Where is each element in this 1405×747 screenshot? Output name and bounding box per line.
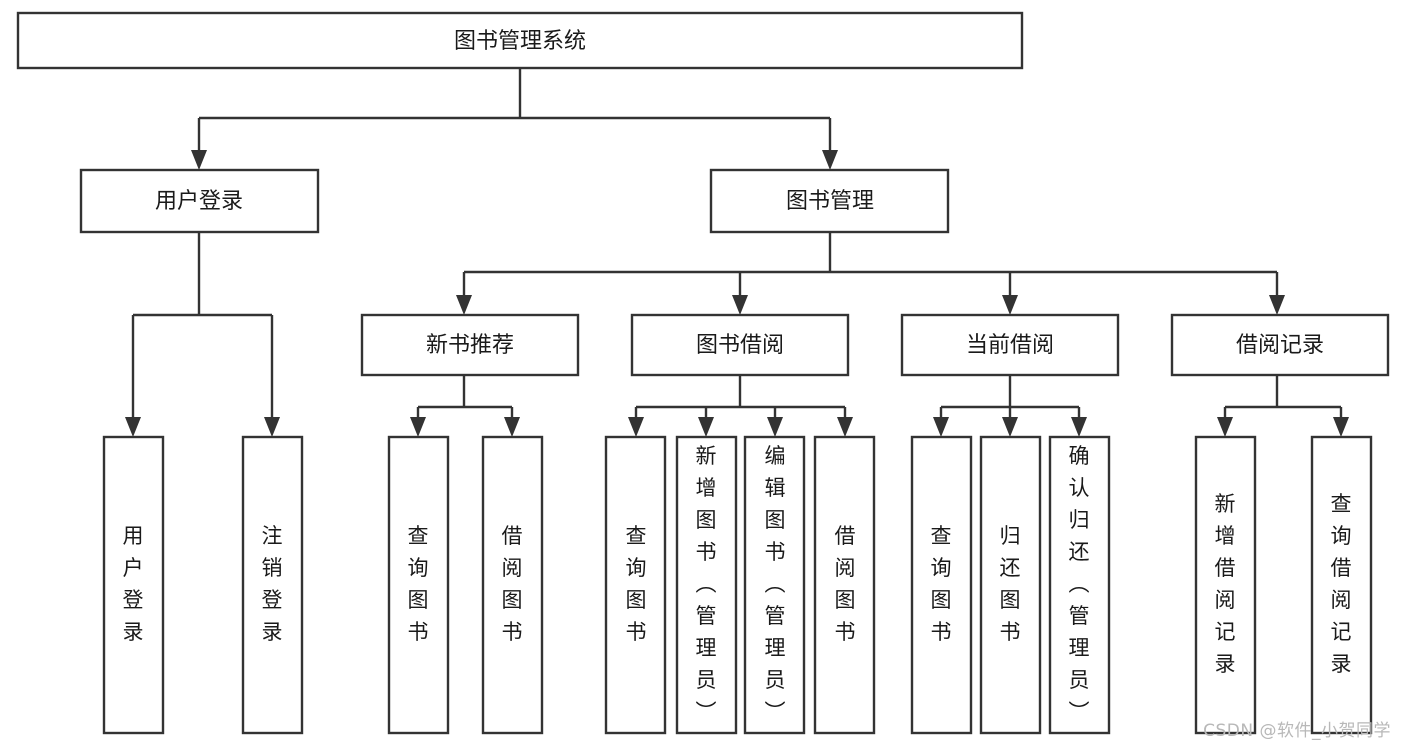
leaf-bookborrow-add-label: 新增图书︵管理员︶ — [696, 444, 717, 724]
node-user-login-label: 用户登录 — [155, 189, 243, 214]
leaf-logout-label: 注销登录 — [262, 524, 283, 644]
leaf-bookborrow-edit-box[interactable] — [743, 435, 806, 735]
leaf-newbook-borrow-label: 借阅图书 — [502, 524, 523, 644]
arrow-head-icon — [1269, 295, 1285, 315]
leaf-logout-box[interactable] — [241, 435, 304, 735]
node-current-borrow[interactable]: 当前借阅 — [900, 313, 1120, 377]
leaf-bookborrow-borrow-box[interactable] — [813, 435, 876, 735]
arrow-head-icon — [933, 417, 949, 437]
leaf-node[interactable]: 新增借阅记录 — [1194, 435, 1257, 735]
leaf-node[interactable]: 查询图书 — [604, 435, 667, 735]
leaf-currentborrow-return-label: 归还图书 — [1000, 524, 1021, 644]
arrow-head-icon — [1002, 417, 1018, 437]
leaf-node[interactable]: 查询图书 — [387, 435, 450, 735]
connector-layer — [125, 68, 1349, 437]
arrow-head-icon — [410, 417, 426, 437]
arrow-head-icon — [732, 295, 748, 315]
node-borrow-record-label: 借阅记录 — [1236, 333, 1324, 358]
leaf-user-login-label: 用户登录 — [123, 524, 144, 644]
leaf-currentborrow-return-box[interactable] — [979, 435, 1042, 735]
node-root[interactable]: 图书管理系统 — [16, 11, 1024, 70]
arrow-head-icon — [264, 417, 280, 437]
arrow-head-icon — [1217, 417, 1233, 437]
leaf-record-add-label: 新增借阅记录 — [1215, 492, 1236, 676]
leaf-currentborrow-query-box[interactable] — [910, 435, 973, 735]
leaf-currentborrow-query-label: 查询图书 — [931, 524, 952, 644]
node-user-login[interactable]: 用户登录 — [79, 168, 320, 234]
node-book-borrow-box[interactable] — [630, 313, 850, 377]
leaf-newbook-borrow-box[interactable] — [481, 435, 544, 735]
node-new-book-recommend-label: 新书推荐 — [426, 333, 514, 358]
leaf-bookborrow-query-label: 查询图书 — [626, 524, 647, 644]
leaf-node[interactable]: 用户登录 — [102, 435, 165, 735]
node-borrow-record-box[interactable] — [1170, 313, 1390, 377]
arrow-head-icon — [504, 417, 520, 437]
leaf-currentborrow-confirm-box[interactable] — [1048, 435, 1111, 735]
leaf-node[interactable]: 注销登录 — [241, 435, 304, 735]
node-root-box[interactable] — [16, 11, 1024, 70]
arrow-head-icon — [822, 150, 838, 170]
arrow-head-icon — [1002, 295, 1018, 315]
arrow-head-icon — [698, 417, 714, 437]
arrow-head-icon — [767, 417, 783, 437]
leaf-bookborrow-query-box[interactable] — [604, 435, 667, 735]
node-book-manage-label: 图书管理 — [786, 189, 874, 214]
node-new-book-recommend-box[interactable] — [360, 313, 580, 377]
leaf-bookborrow-add-box[interactable] — [675, 435, 738, 735]
node-current-borrow-label: 当前借阅 — [966, 333, 1054, 358]
arrow-head-icon — [837, 417, 853, 437]
node-current-borrow-box[interactable] — [900, 313, 1120, 377]
leaf-user-login-box[interactable] — [102, 435, 165, 735]
leaf-node[interactable]: 确认归还︵管理员︶ — [1048, 435, 1111, 735]
leaf-currentborrow-confirm-label: 确认归还︵管理员︶ — [1069, 444, 1090, 724]
node-root-label: 图书管理系统 — [454, 29, 586, 54]
leaf-node[interactable]: 借阅图书 — [481, 435, 544, 735]
arrow-head-icon — [1333, 417, 1349, 437]
leaf-bookborrow-edit-label: 编辑图书︵管理员︶ — [765, 444, 786, 724]
leaf-record-query-label: 查询借阅记录 — [1331, 492, 1352, 676]
leaf-record-query-box[interactable] — [1310, 435, 1373, 735]
node-book-manage[interactable]: 图书管理 — [709, 168, 950, 234]
leaf-node[interactable]: 归还图书 — [979, 435, 1042, 735]
arrow-head-icon — [1071, 417, 1087, 437]
node-book-borrow-label: 图书借阅 — [696, 333, 784, 358]
leaf-node[interactable]: 编辑图书︵管理员︶ — [743, 435, 806, 735]
leaf-newbook-query-box[interactable] — [387, 435, 450, 735]
leaf-node[interactable]: 借阅图书 — [813, 435, 876, 735]
node-new-book-recommend[interactable]: 新书推荐 — [360, 313, 580, 377]
node-user-login-box[interactable] — [79, 168, 320, 234]
leaf-record-add-box[interactable] — [1194, 435, 1257, 735]
arrow-head-icon — [456, 295, 472, 315]
leaf-newbook-query-label: 查询图书 — [408, 524, 429, 644]
arrow-head-icon — [191, 150, 207, 170]
arrow-head-icon — [125, 417, 141, 437]
arrow-head-icon — [628, 417, 644, 437]
watermark-text: CSDN @软件_小贺同学 — [1203, 721, 1391, 741]
leaf-node[interactable]: 新增图书︵管理员︶ — [675, 435, 738, 735]
node-borrow-record[interactable]: 借阅记录 — [1170, 313, 1390, 377]
leaf-node[interactable]: 查询图书 — [910, 435, 973, 735]
node-book-manage-box[interactable] — [709, 168, 950, 234]
node-book-borrow[interactable]: 图书借阅 — [630, 313, 850, 377]
leaf-node[interactable]: 查询借阅记录 — [1310, 435, 1373, 735]
leaf-bookborrow-borrow-label: 借阅图书 — [835, 524, 856, 644]
